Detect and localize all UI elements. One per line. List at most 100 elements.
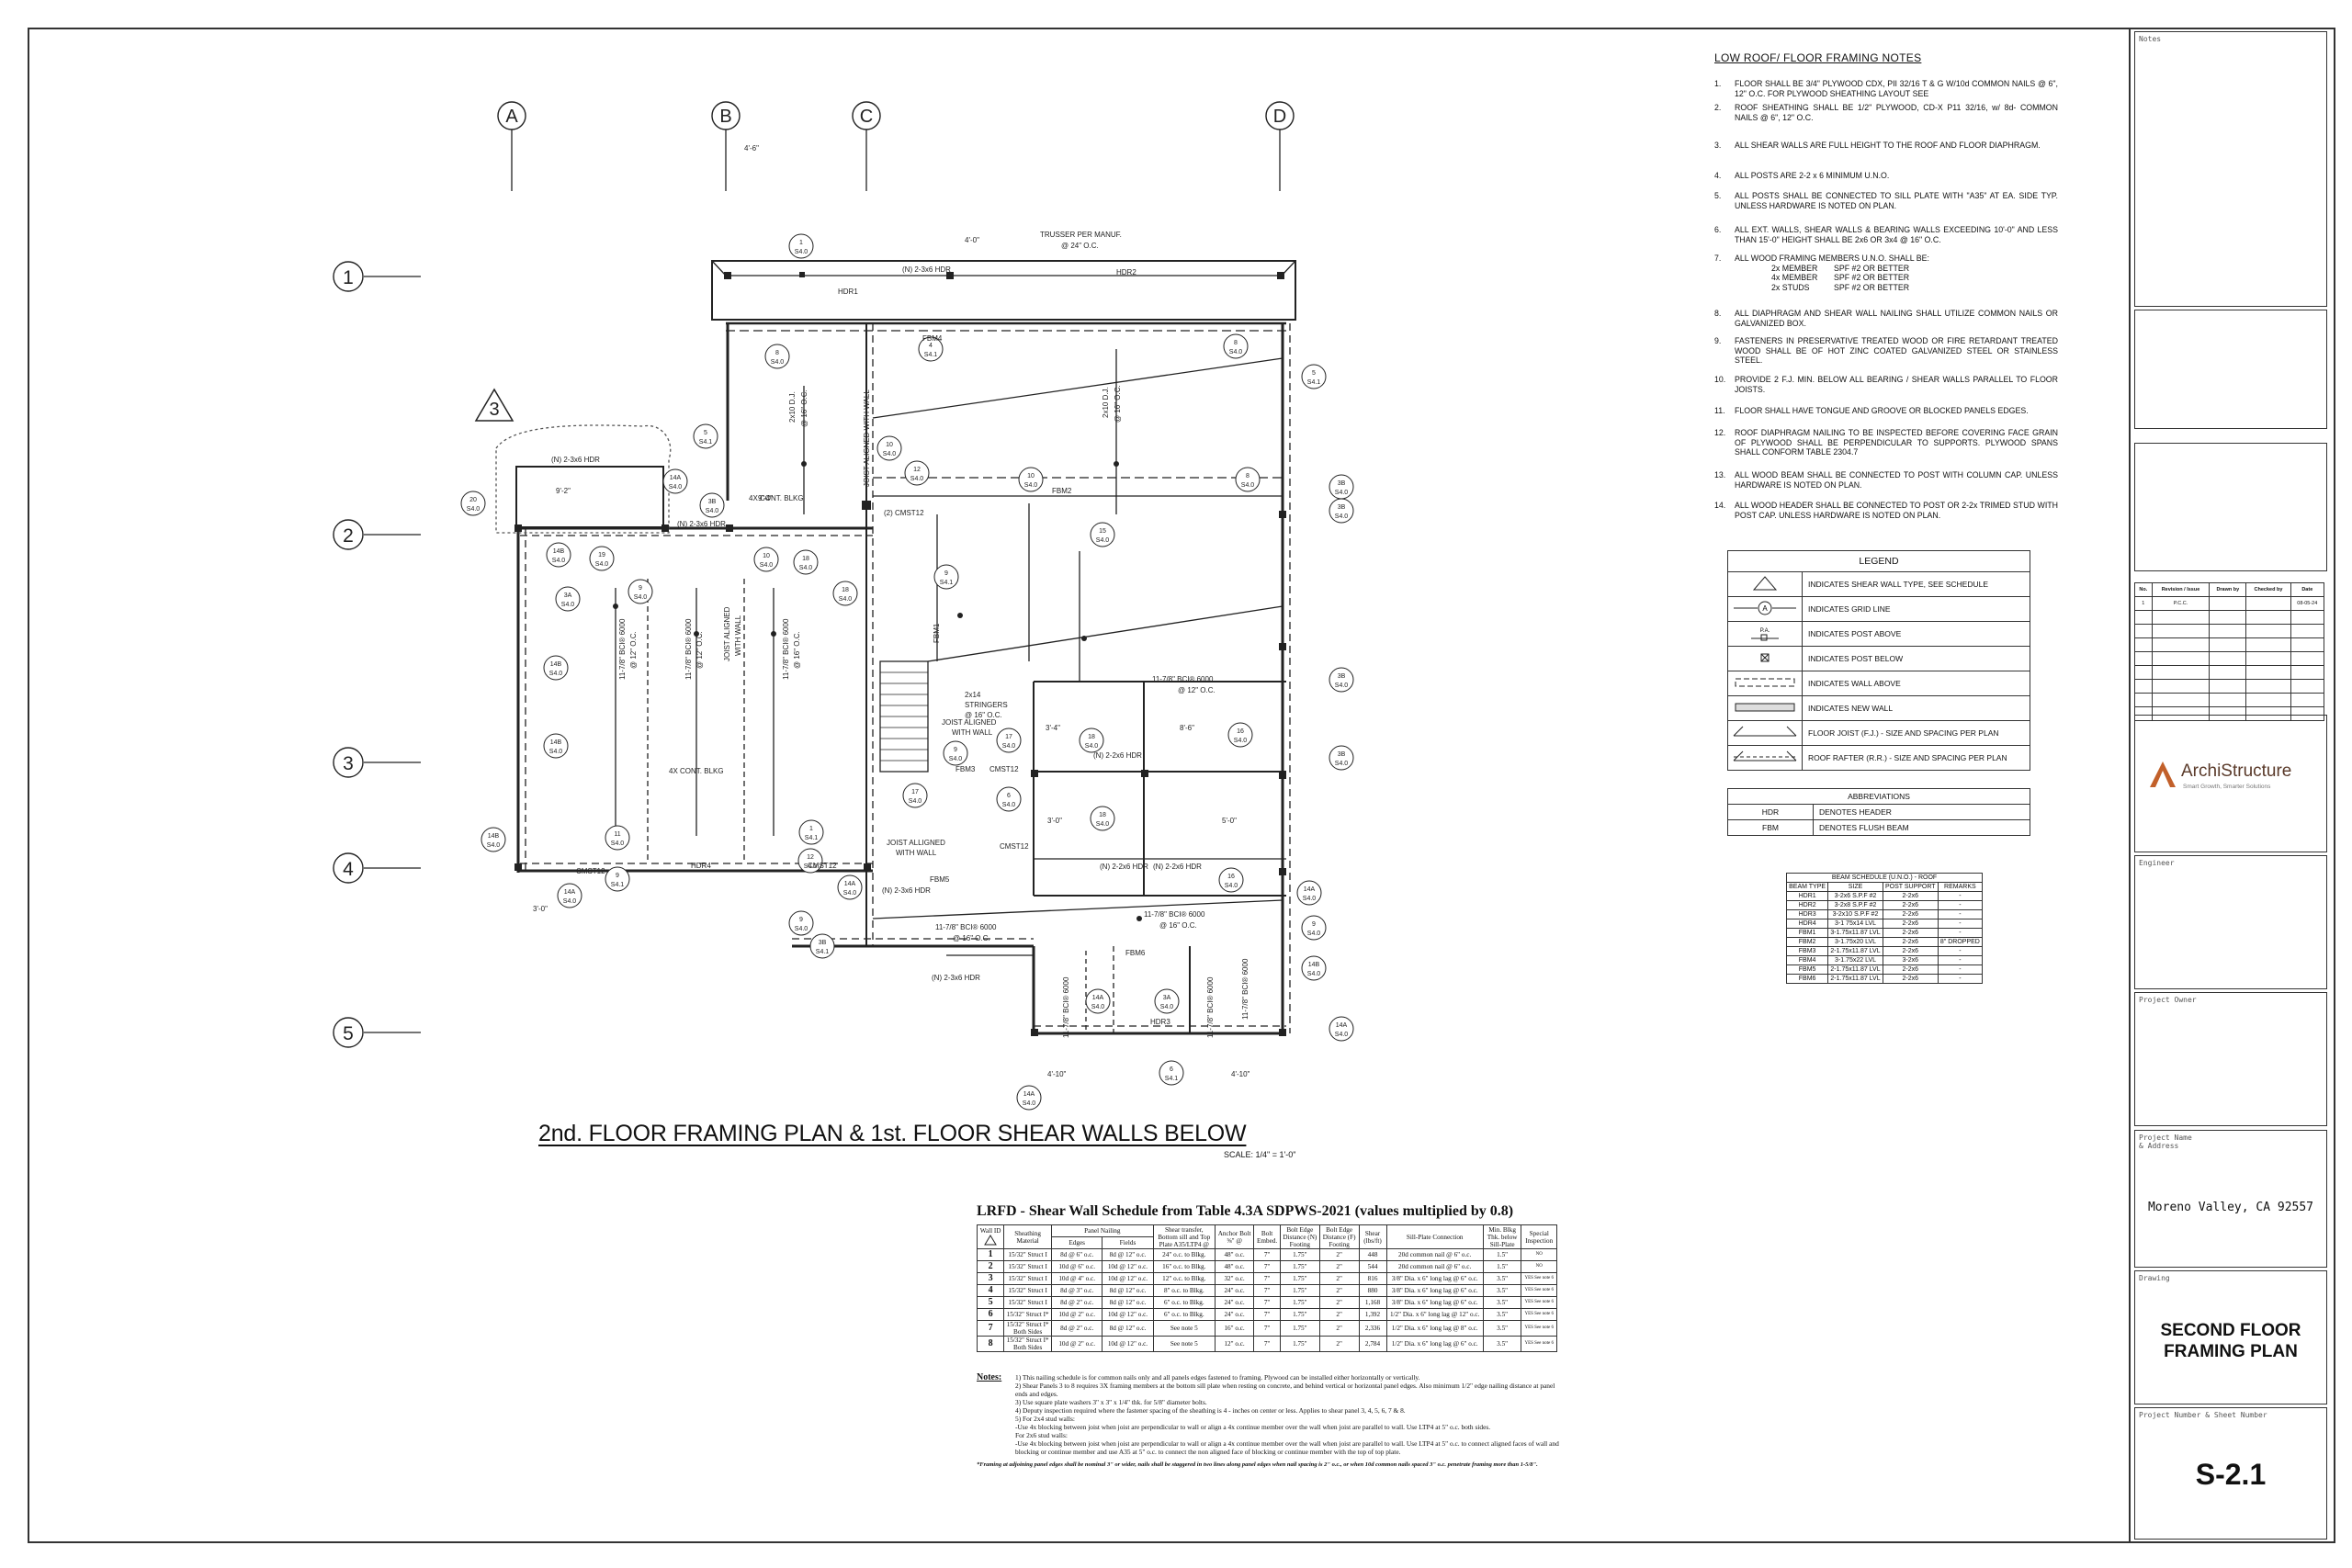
note-number: 14. bbox=[1714, 501, 1726, 510]
svg-text:4'-10": 4'-10" bbox=[1231, 1070, 1250, 1078]
revision-cell bbox=[2134, 665, 2153, 680]
revision-cell bbox=[2209, 624, 2247, 638]
notes-box: Notes bbox=[2134, 31, 2327, 307]
note-text: ALL WOOD BEAM SHALL BE CONNECTED TO POST… bbox=[1735, 470, 2058, 490]
beam-cell: 2-2x6 bbox=[1882, 964, 1939, 975]
beam-header: POST SUPPORT bbox=[1882, 882, 1939, 892]
revision-cell bbox=[2245, 637, 2291, 652]
shear-wall-cell: 1.75" bbox=[1279, 1260, 1320, 1273]
shear-wall-cell: 1/2" Dia. x 6" long lag @ 8" o.c. bbox=[1385, 1320, 1484, 1337]
shear-wall-note: 4) Deputy inspection required where the … bbox=[1015, 1406, 1406, 1415]
svg-text:P.A.: P.A. bbox=[1760, 628, 1770, 634]
sheet-box: Project Number & Sheet Number S-2.1 bbox=[2134, 1407, 2327, 1540]
svg-text:WITH WALL: WITH WALL bbox=[952, 728, 993, 737]
note-text: PROVIDE 2 F.J. MIN. BELOW ALL BEARING / … bbox=[1735, 375, 2058, 394]
framing-note: 3.ALL SHEAR WALLS ARE FULL HEIGHT TO THE… bbox=[1714, 141, 2058, 151]
svg-text:9: 9 bbox=[799, 917, 803, 923]
shear-wall-notes: Notes: 1) This nailing schedule is for c… bbox=[977, 1373, 1565, 1469]
shear-wall-cell: 1.75" bbox=[1279, 1272, 1320, 1285]
svg-text:S4.1: S4.1 bbox=[816, 949, 830, 955]
beam-cell: - bbox=[1937, 964, 1984, 975]
member-grade: SPF #2 OR BETTER bbox=[1834, 282, 1910, 292]
beam-cell: 2-2x6 bbox=[1882, 937, 1939, 947]
triangle-icon bbox=[1727, 571, 1803, 597]
shear-wall-cell: 10d @ 4" o.c. bbox=[1051, 1272, 1103, 1285]
svg-text:3A: 3A bbox=[1163, 995, 1171, 1001]
framing-note: 7.ALL WOOD FRAMING MEMBERS U.N.O. SHALL … bbox=[1714, 254, 2058, 292]
legend-row: INDICATES POST BELOW bbox=[1727, 646, 2030, 671]
shear-wall-cell: 15/32" Struct I bbox=[1003, 1284, 1053, 1297]
shear-wall-cell: 15/32" Struct I bbox=[1003, 1296, 1053, 1309]
beam-cell: FBM5 bbox=[1785, 964, 1829, 975]
svg-text:S4.0: S4.0 bbox=[1096, 821, 1110, 828]
header-bolt-edge-f: Bolt Edge Distance (F) Footing bbox=[1318, 1224, 1360, 1249]
svg-text:14A: 14A bbox=[1092, 995, 1104, 1001]
logo-box: ArchiStructure Smart Growth, Smarter Sol… bbox=[2134, 715, 2327, 852]
shear-wall-cell: 1.75" bbox=[1279, 1296, 1320, 1309]
framing-notes-title: LOW ROOF/ FLOOR FRAMING NOTES bbox=[1714, 51, 1922, 64]
grid-bubble-icon: A bbox=[1727, 596, 1803, 622]
note-text: ALL WOOD FRAMING MEMBERS U.N.O. SHALL BE… bbox=[1735, 254, 1929, 263]
svg-text:S4.0: S4.0 bbox=[839, 596, 853, 603]
shear-wall-cell: 1.75" bbox=[1279, 1284, 1320, 1297]
company-name: ArchiStructure bbox=[2181, 761, 2292, 781]
svg-text:20: 20 bbox=[469, 497, 477, 503]
svg-text:HDR2: HDR2 bbox=[1116, 268, 1136, 276]
beam-cell: HDR2 bbox=[1785, 900, 1829, 910]
revision-cell: 1 bbox=[2134, 596, 2153, 611]
shear-wall-cell: 8d @ 6" o.c. bbox=[1051, 1248, 1103, 1261]
svg-text:S4.0: S4.0 bbox=[771, 359, 785, 366]
svg-text:3B: 3B bbox=[1338, 504, 1346, 511]
abbreviations-title: ABBREVIATIONS bbox=[1727, 788, 2030, 805]
svg-text:S4.0: S4.0 bbox=[1229, 349, 1243, 355]
legend-row: INDICATES SHEAR WALL TYPE, SEE SCHEDULE bbox=[1727, 571, 2030, 597]
svg-text:@ 16" O.C.: @ 16" O.C. bbox=[953, 934, 990, 942]
svg-text:(N) 2-3x6 HDR: (N) 2-3x6 HDR bbox=[932, 974, 980, 982]
svg-text:S4.0: S4.0 bbox=[552, 558, 566, 564]
shear-wall-cell: 816 bbox=[1358, 1272, 1387, 1285]
svg-text:2x10 D.J.: 2x10 D.J. bbox=[788, 391, 797, 423]
revision-cell bbox=[2290, 679, 2325, 694]
shear-wall-cell: 7" bbox=[1253, 1284, 1281, 1297]
svg-text:9: 9 bbox=[954, 747, 957, 753]
member-size: 2x STUDS bbox=[1771, 282, 1810, 292]
shear-wall-cell: 15/32" Struct I bbox=[1003, 1272, 1053, 1285]
svg-text:5: 5 bbox=[343, 1023, 354, 1044]
svg-text:S4.0: S4.0 bbox=[1307, 931, 1321, 937]
beam-cell: 3-1 75x14 LVL bbox=[1827, 919, 1883, 929]
svg-text:11-7/8" BCI® 6000: 11-7/8" BCI® 6000 bbox=[618, 618, 627, 680]
header-edges: Edges bbox=[1051, 1236, 1103, 1249]
legend-row: ROOF RAFTER (R.R.) - SIZE AND SPACING PE… bbox=[1727, 745, 2030, 771]
note-text: ALL DIAPHRAGM AND SHEAR WALL NAILING SHA… bbox=[1735, 309, 2058, 328]
shear-wall-cell: 1/2" Dia. x 6" long lag @ 6" o.c. bbox=[1385, 1336, 1484, 1352]
shear-wall-cell: 8d @ 12" o.c. bbox=[1102, 1320, 1154, 1337]
revision-header: Date bbox=[2290, 582, 2325, 597]
revision-row-empty bbox=[2134, 651, 2325, 666]
shear-wall-cell: 7" bbox=[1253, 1308, 1281, 1321]
shear-wall-cell: 3.5" bbox=[1482, 1272, 1522, 1285]
company-tagline: Smart Growth, Smarter Solutions bbox=[2183, 784, 2271, 790]
shear-wall-cell: 10d @ 12" o.c. bbox=[1102, 1336, 1154, 1352]
svg-text:FBM2: FBM2 bbox=[1052, 487, 1072, 495]
svg-text:S4.1: S4.1 bbox=[1165, 1076, 1179, 1082]
svg-text:8'-6": 8'-6" bbox=[1180, 724, 1194, 732]
shear-wall-cell: 7" bbox=[1253, 1248, 1281, 1261]
svg-text:@ 12" O.C.: @ 12" O.C. bbox=[1178, 686, 1216, 694]
svg-text:10: 10 bbox=[1027, 473, 1035, 479]
svg-text:4X CONT. BLKG: 4X CONT. BLKG bbox=[749, 494, 804, 502]
svg-text:3B: 3B bbox=[708, 499, 717, 505]
revision-cell bbox=[2290, 665, 2325, 680]
beam-cell: 8" DROPPED bbox=[1937, 937, 1984, 947]
svg-text:WITH WALL: WITH WALL bbox=[734, 615, 742, 656]
triangle-icon bbox=[984, 1234, 997, 1245]
revision-cell bbox=[2245, 665, 2291, 680]
svg-text:14A: 14A bbox=[670, 475, 682, 481]
abbreviation-meaning: DENOTES HEADER bbox=[1813, 804, 2030, 820]
post-below-icon bbox=[1727, 646, 1803, 671]
